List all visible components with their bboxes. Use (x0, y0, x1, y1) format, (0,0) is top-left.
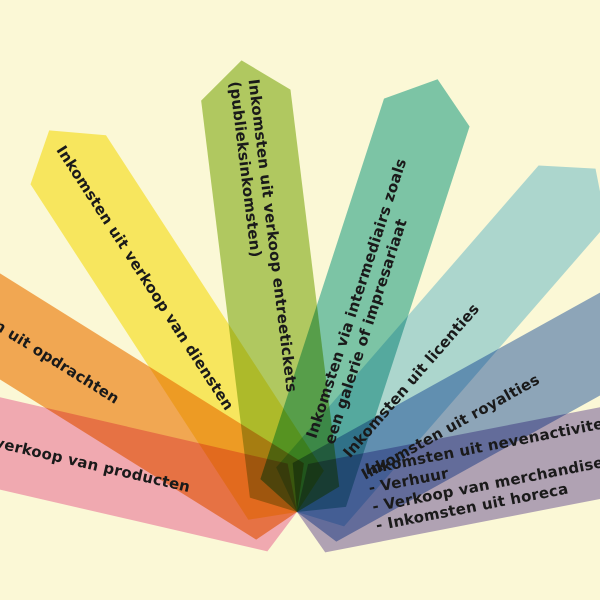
ray-intermediairs (260, 79, 470, 512)
ray-nevenactiviteiten (297, 387, 600, 553)
ray-shape-nevenactiviteiten (297, 387, 600, 553)
ray-producten (0, 373, 297, 552)
ray-shape-opdrachten (0, 251, 304, 540)
rays-layer (0, 60, 600, 553)
ray-shape-producten (0, 373, 297, 552)
ray-opdrachten (0, 251, 304, 540)
ray-shape-intermediairs (260, 79, 470, 512)
